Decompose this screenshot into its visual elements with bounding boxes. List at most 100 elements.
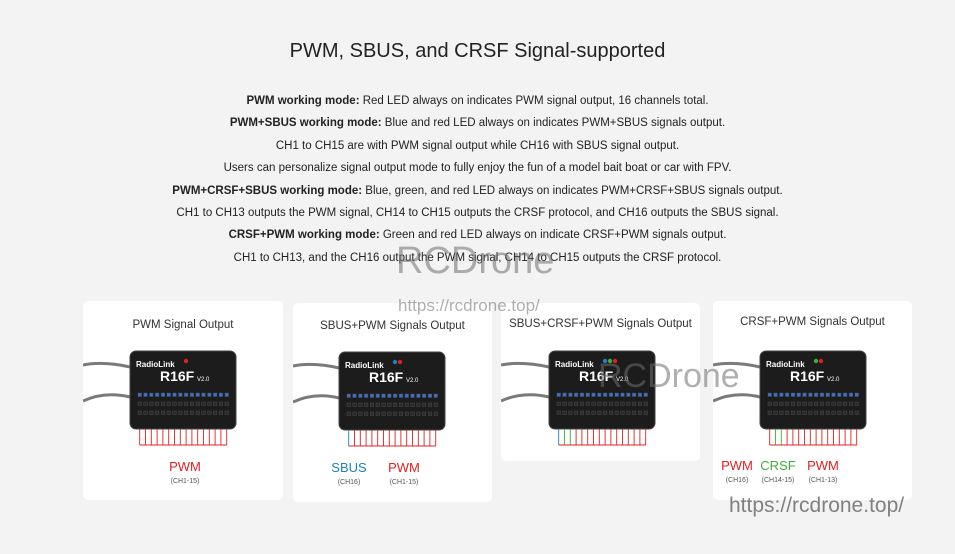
header-pin <box>155 410 160 415</box>
watermark-url: https://rcdrone.top/ <box>398 296 540 315</box>
receiver-body <box>338 351 446 431</box>
header-pin <box>773 410 778 415</box>
header-pin <box>369 411 374 416</box>
header-pin <box>201 401 206 406</box>
header-pin <box>637 401 642 406</box>
header-pin <box>218 392 223 397</box>
header-pin <box>779 410 784 415</box>
page-title: PWM, SBUS, and CRSF Signal-supported <box>289 40 666 62</box>
label-pwm-ch1-13-range: (CH1-13) <box>808 477 838 484</box>
header-pin <box>195 401 200 406</box>
header-pin <box>767 410 772 415</box>
label-sbus-range: (CH16) <box>337 479 361 486</box>
header-pin <box>189 410 194 415</box>
label-pwm-ch1-13: PWM <box>807 458 839 473</box>
desc-line-8: CH1 to CH13, and the CH16 output the PWM… <box>233 251 722 264</box>
header-pin <box>796 392 801 397</box>
header-pin <box>433 393 438 398</box>
status-led <box>183 358 189 364</box>
header-pin <box>848 401 853 406</box>
header-pin <box>585 410 590 415</box>
header-pin <box>632 392 637 397</box>
header-pin <box>207 401 212 406</box>
header-pin <box>837 401 842 406</box>
status-led <box>818 358 824 364</box>
header-pin <box>562 392 567 397</box>
header-pin <box>814 392 819 397</box>
header-pin <box>189 401 194 406</box>
header-pin <box>172 392 177 397</box>
header-pin <box>825 392 830 397</box>
header-pin <box>808 392 813 397</box>
header-pin <box>143 410 148 415</box>
header-pin <box>398 402 403 407</box>
header-pin <box>375 411 380 416</box>
header-pin <box>137 410 142 415</box>
header-pin <box>369 393 374 398</box>
header-pin <box>779 392 784 397</box>
header-pin <box>224 392 229 397</box>
header-pin <box>603 392 608 397</box>
header-pin <box>189 392 194 397</box>
header-pin <box>574 410 579 415</box>
label-pwm: PWM <box>169 459 201 474</box>
header-pin <box>574 401 579 406</box>
header-pin <box>632 401 637 406</box>
header-pin <box>195 410 200 415</box>
header-pin <box>427 411 432 416</box>
receiver-body <box>759 350 867 430</box>
header-pin <box>427 393 432 398</box>
header-pin <box>848 392 853 397</box>
header-pin <box>433 411 438 416</box>
header-pin <box>149 410 154 415</box>
status-led <box>397 359 403 365</box>
header-pin <box>568 392 573 397</box>
watermark-brand: RCDrone <box>396 240 555 282</box>
receiver-brand: RadioLink <box>555 360 594 369</box>
header-pin <box>201 410 206 415</box>
header-pin <box>819 392 824 397</box>
card-title: PWM Signal Output <box>132 319 234 331</box>
header-pin <box>608 392 613 397</box>
header-pin <box>603 401 608 406</box>
header-pin <box>854 401 859 406</box>
header-pin <box>178 410 183 415</box>
header-pin <box>346 402 351 407</box>
receiver-version: V2.0 <box>827 377 840 383</box>
card-title: SBUS+PWM Signals Output <box>320 320 465 332</box>
header-pin <box>556 392 561 397</box>
receiver-brand: RadioLink <box>766 360 805 369</box>
header-pin <box>398 393 403 398</box>
description: PWM working mode: Red LED always on indi… <box>0 90 955 269</box>
header-pin <box>358 393 363 398</box>
antenna-cable <box>713 393 761 403</box>
header-pin <box>808 410 813 415</box>
header-pin <box>579 410 584 415</box>
header-pin <box>790 392 795 397</box>
label-pwm-ch16-range: (CH16) <box>725 477 749 484</box>
header-pin <box>843 392 848 397</box>
header-pin <box>404 402 409 407</box>
label-crsf-range: (CH14-15) <box>761 477 795 484</box>
header-pin <box>213 401 218 406</box>
watermark-corner-url: https://rcdrone.top/ <box>729 494 905 517</box>
header-pin <box>785 392 790 397</box>
header-pin <box>218 410 223 415</box>
header-pin <box>831 410 836 415</box>
header-pin <box>416 393 421 398</box>
header-pin <box>790 410 795 415</box>
receiver-body <box>548 350 656 430</box>
header-pin <box>155 392 160 397</box>
header-pin <box>597 410 602 415</box>
header-pin <box>433 402 438 407</box>
status-led <box>392 359 398 365</box>
header-pin <box>393 402 398 407</box>
header-pin <box>848 410 853 415</box>
header-pin <box>213 410 218 415</box>
header-pin <box>614 401 619 406</box>
header-pin <box>427 402 432 407</box>
